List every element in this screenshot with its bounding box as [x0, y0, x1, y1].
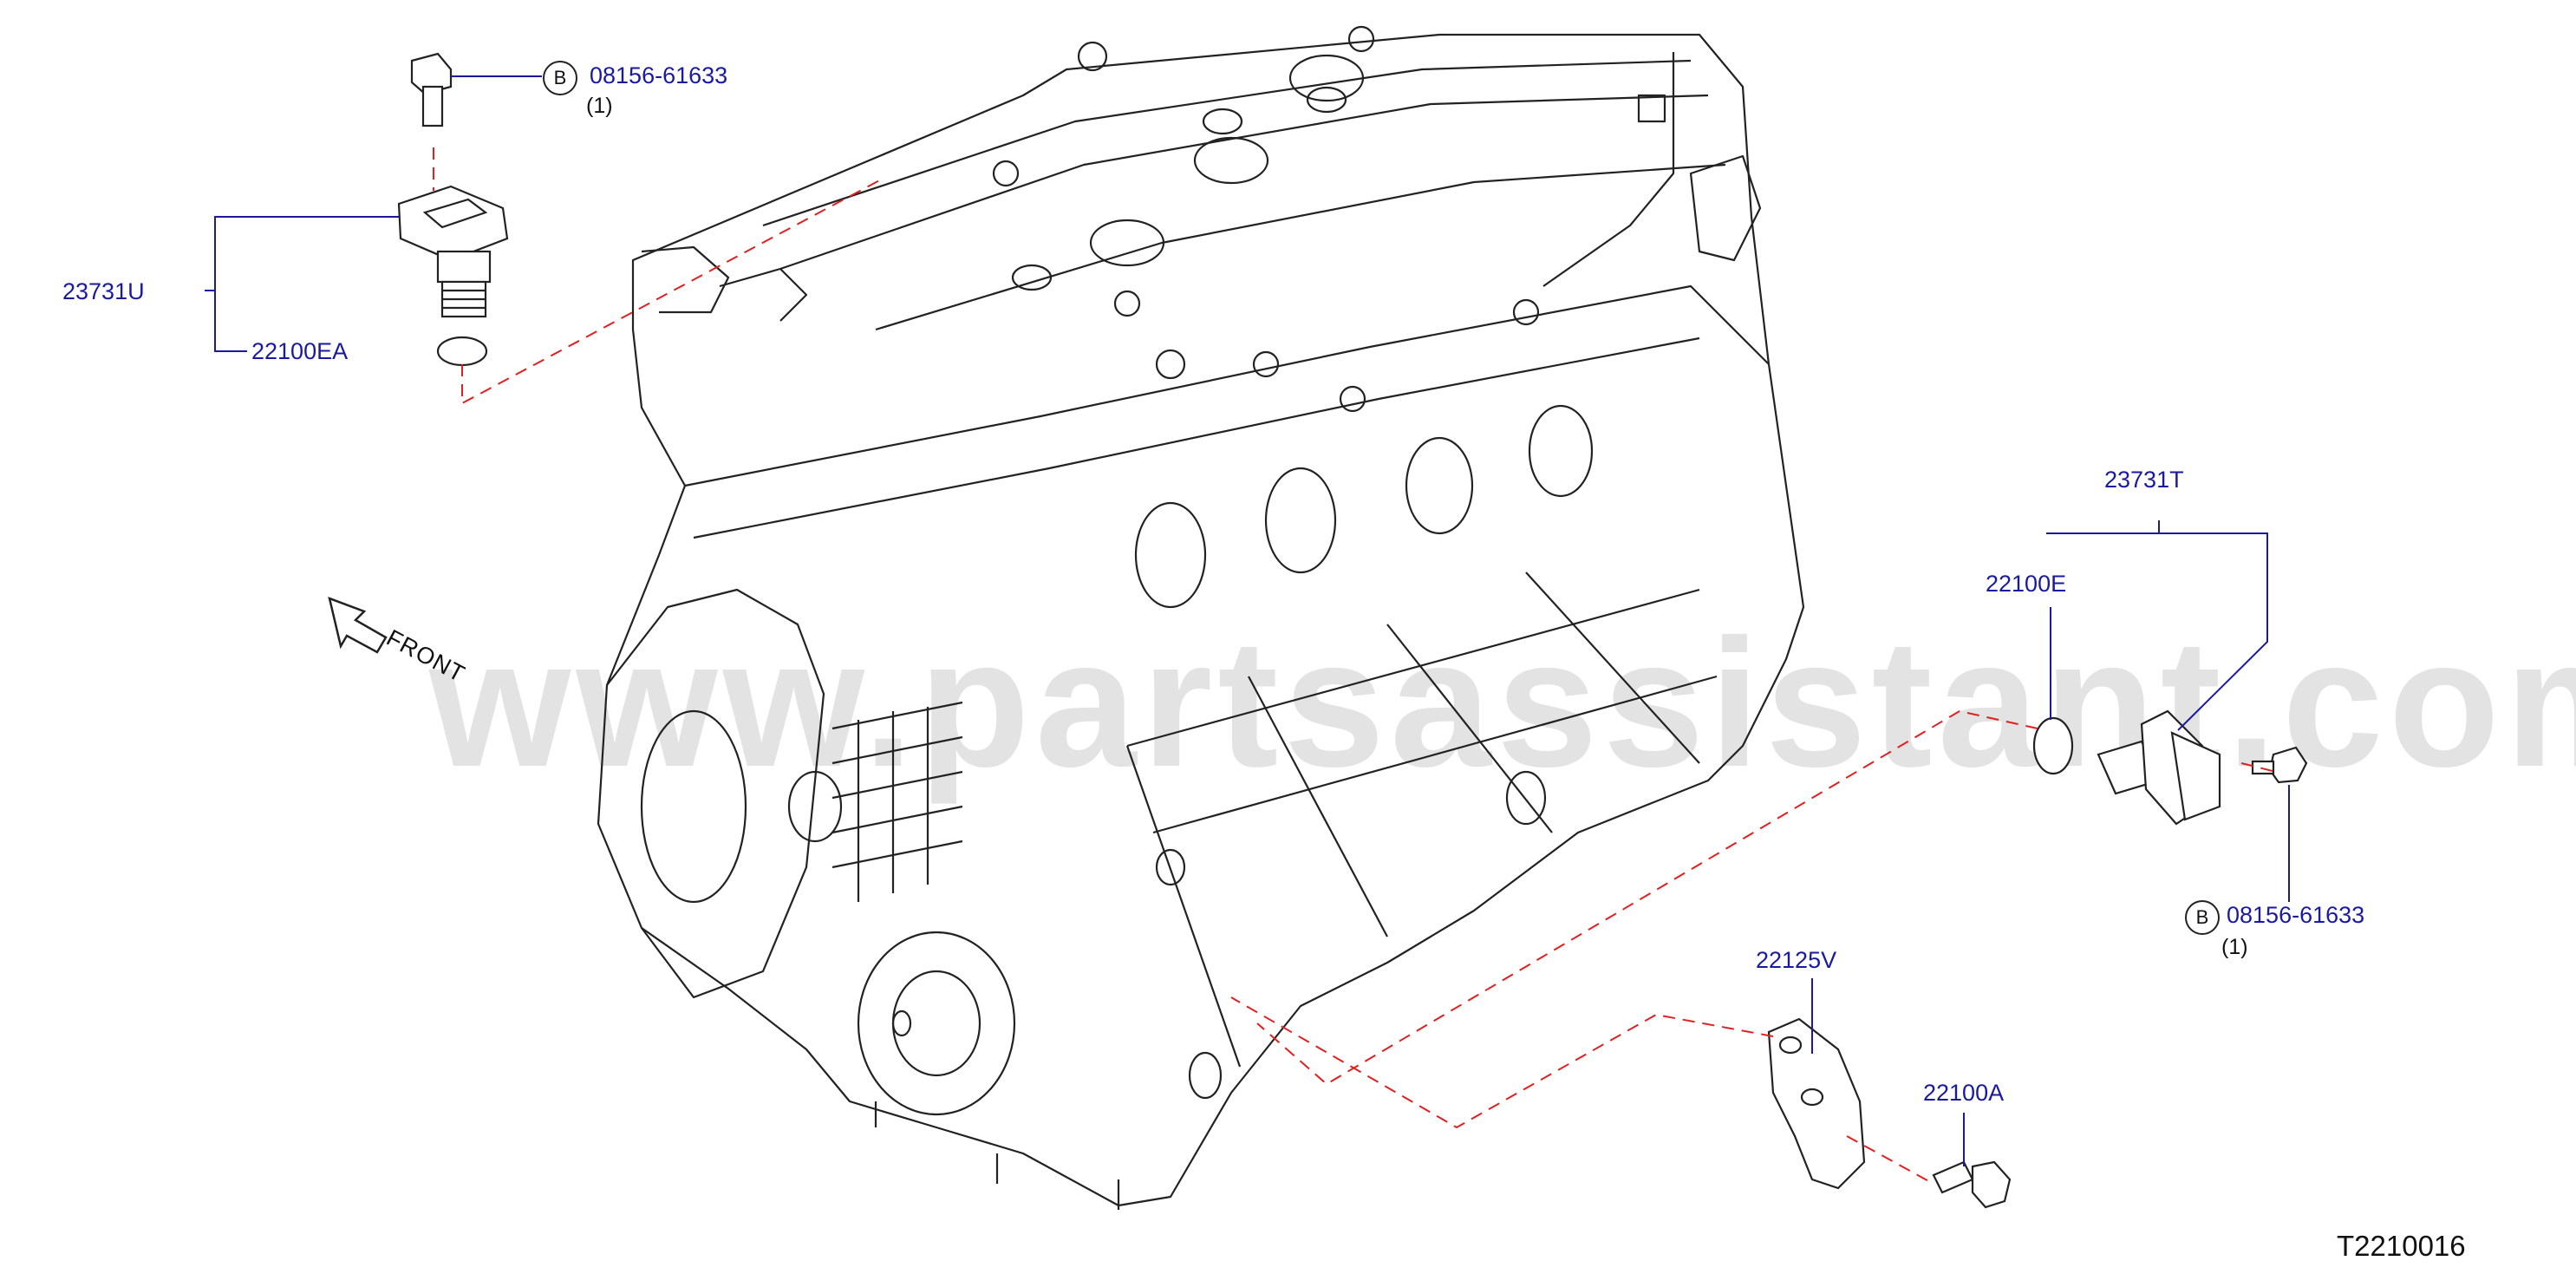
- camshaft-sensor-top-drawing: [397, 52, 509, 367]
- bolt-top-qty: (1): [586, 94, 613, 118]
- dashed-lines: [433, 147, 2277, 1185]
- oring-top-part-no[interactable]: 22100EA: [251, 338, 349, 364]
- bolt-right-part-no[interactable]: 08156-61633: [2227, 902, 2365, 928]
- leader-lines: [205, 75, 2290, 1166]
- oring-right-part-no[interactable]: 22100E: [1986, 571, 2067, 597]
- front-arrow-icon: [328, 597, 388, 654]
- bolt-right-qty: (1): [2221, 935, 2248, 959]
- bracket-part-no[interactable]: 22125V: [1756, 947, 1837, 973]
- drawing-code: T2210016: [2337, 1230, 2466, 1262]
- camshaft-sensor-right-drawing: [2032, 709, 2308, 826]
- bolt-right-circle-letter: B: [2185, 900, 2220, 935]
- bolt-top-circle-letter: B: [543, 61, 577, 95]
- bolt-top-part-no[interactable]: 08156-61633: [590, 62, 728, 88]
- sensor-right-part-no[interactable]: 23731T: [2104, 467, 2184, 493]
- bracket-drawing: [1767, 1017, 2012, 1209]
- sensor-top-part-no[interactable]: 23731U: [62, 278, 145, 304]
- bolt-bracket-part-no[interactable]: 22100A: [1923, 1080, 2005, 1106]
- engine-block: [597, 25, 1805, 1210]
